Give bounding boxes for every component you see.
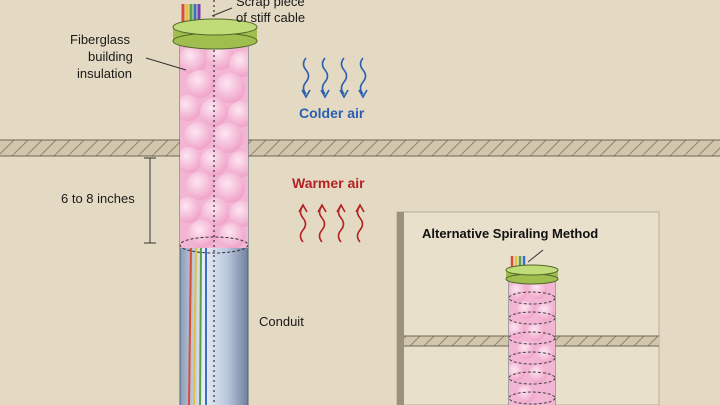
warmer-air-label: Warmer air — [292, 175, 365, 191]
cable-label-line1: Scrap piece — [236, 0, 305, 9]
fiberglass-insulation — [180, 38, 248, 248]
warm-air-arrows — [298, 203, 365, 243]
depth-label: 6 to 8 inches — [61, 191, 135, 206]
ground-layer — [0, 139, 720, 157]
colder-air-label: Colder air — [299, 105, 365, 121]
insulation-label-line2: building — [88, 49, 133, 64]
inset-title: Alternative Spiraling Method — [422, 226, 598, 241]
depth-dimension — [144, 157, 156, 244]
insulation-leader-line — [145, 57, 187, 71]
cable-label-line2: of stiff cable — [236, 10, 305, 25]
insulation-label-line1: Fiberglass — [70, 32, 130, 47]
insulation-label-line3: insulation — [77, 66, 132, 81]
conduit-label: Conduit — [259, 314, 304, 329]
conduit-cap — [172, 18, 258, 50]
cold-air-arrows — [301, 57, 368, 99]
cable-leader-line — [211, 7, 233, 17]
spiral-conduit — [505, 249, 559, 405]
insulation-bottom-edge — [179, 236, 249, 254]
